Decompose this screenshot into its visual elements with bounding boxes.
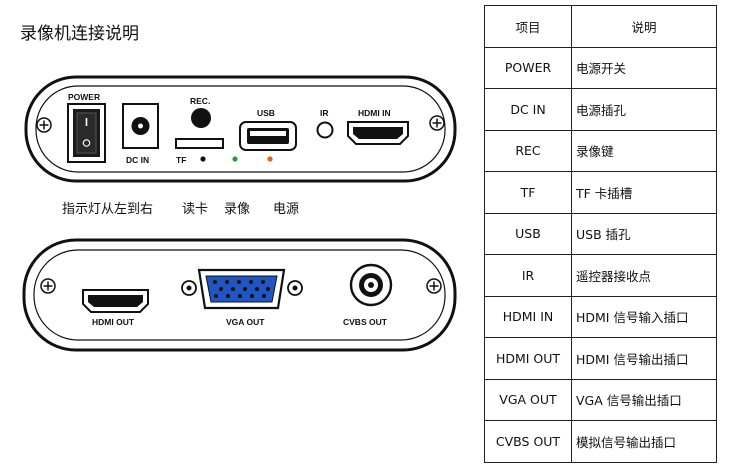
- caption-power: 电源: [273, 202, 300, 217]
- hdmi-out-port[interactable]: [82, 289, 149, 313]
- screw-icon: [429, 115, 445, 131]
- header-item: 项目: [484, 5, 572, 48]
- row-item: TF: [484, 171, 572, 214]
- row-item: DC IN: [484, 88, 572, 131]
- usb-port[interactable]: [239, 121, 297, 151]
- hdmi-out-label: HDMI OUT: [92, 317, 135, 327]
- header-desc: 说明: [571, 5, 717, 48]
- front-panel: POWER DC IN REC. TF USB IR HDMI IN: [24, 75, 457, 183]
- caption-indicator: 指示灯从左到右: [62, 202, 154, 217]
- tf-card-slot[interactable]: [175, 138, 224, 149]
- back-panel: HDMI OUT VGA OUT CVBS OUT: [22, 238, 457, 352]
- row-desc: 电源插孔: [571, 88, 717, 131]
- row-desc: 电源开关: [571, 46, 717, 89]
- row-item: IR: [484, 254, 572, 297]
- row-desc: 录像键: [571, 129, 717, 172]
- dc-in-label: DC IN: [126, 155, 149, 165]
- row-item: POWER: [484, 46, 572, 89]
- rec-label: REC.: [190, 96, 210, 106]
- row-item: CVBS OUT: [484, 420, 572, 463]
- indicator-dot-green: [232, 156, 238, 162]
- row-item: HDMI IN: [484, 295, 572, 338]
- screw-icon: [40, 278, 56, 294]
- hdmi-in-port[interactable]: [347, 121, 409, 145]
- row-item: USB: [484, 212, 572, 255]
- table-header-row: 项目 说明: [484, 5, 717, 48]
- row-item: REC: [484, 129, 572, 172]
- tf-label: TF: [176, 155, 186, 165]
- indicator-dot: [200, 156, 206, 162]
- row-desc: TF 卡插槽: [571, 171, 717, 214]
- rec-button[interactable]: [191, 108, 211, 128]
- power-label: POWER: [68, 92, 100, 102]
- indicator-dot-orange: [267, 156, 273, 162]
- caption-record: 录像: [224, 202, 251, 217]
- ir-label: IR: [320, 108, 329, 118]
- cvbs-out-port[interactable]: [349, 263, 393, 307]
- usb-label: USB: [257, 108, 275, 118]
- dc-in-jack[interactable]: [122, 103, 159, 149]
- screw-icon: [426, 278, 442, 294]
- row-desc: VGA 信号输出插口: [571, 378, 717, 421]
- device-diagram: POWER DC IN REC. TF USB IR HDMI IN: [22, 75, 457, 352]
- power-switch[interactable]: [67, 103, 106, 163]
- screw-icon: [36, 117, 52, 133]
- row-desc: HDMI 信号输入插口: [571, 295, 717, 338]
- hdmi-in-label: HDMI IN: [358, 108, 391, 118]
- vga-out-port[interactable]: [181, 268, 303, 310]
- row-item: HDMI OUT: [484, 337, 572, 380]
- row-desc: 模拟信号输出插口: [571, 420, 717, 463]
- caption-read-card: 读卡: [182, 202, 209, 217]
- cvbs-out-label: CVBS OUT: [343, 317, 388, 327]
- row-desc: 遥控器接收点: [571, 254, 717, 297]
- vga-out-label: VGA OUT: [226, 317, 265, 327]
- ir-receiver: [316, 121, 334, 139]
- row-desc: USB 插孔: [571, 212, 717, 255]
- page-title: 录像机连接说明: [20, 24, 139, 44]
- row-item: VGA OUT: [484, 378, 572, 421]
- row-desc: HDMI 信号输出插口: [571, 337, 717, 380]
